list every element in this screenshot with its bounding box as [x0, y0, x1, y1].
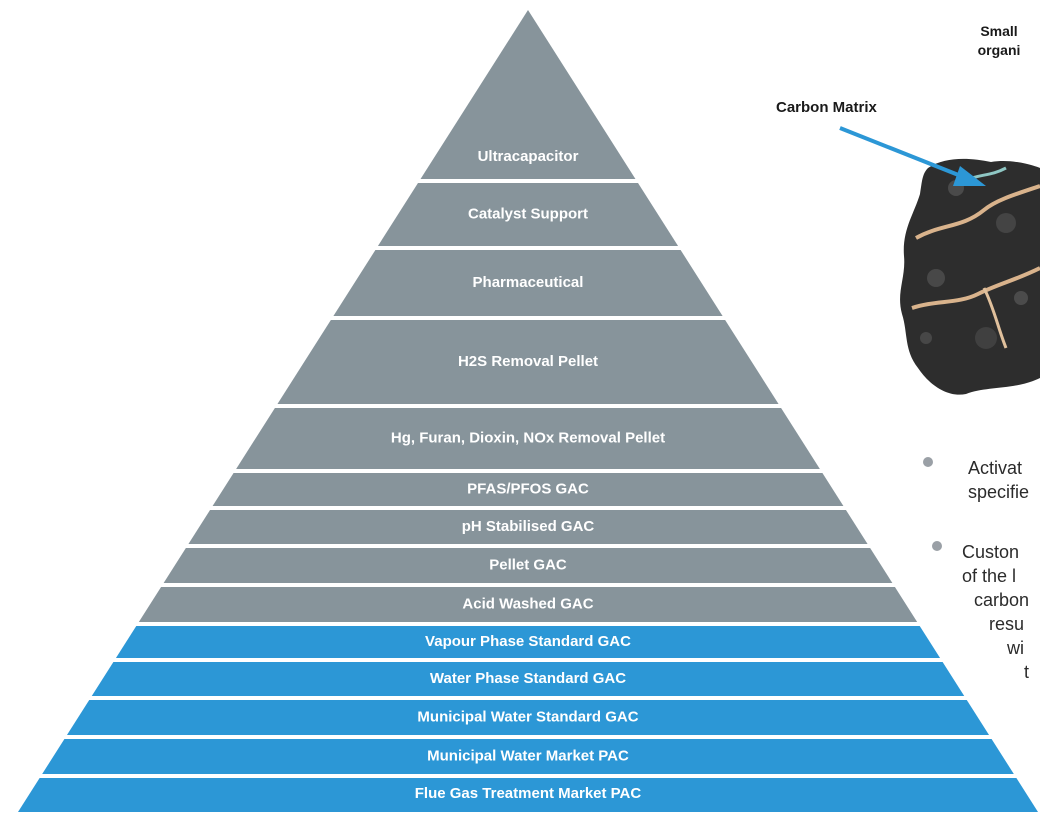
pyramid-band-label: Pellet GAC [489, 556, 567, 573]
pyramid-band-label: Ultracapacitor [478, 148, 579, 165]
pyramid-band-label: Acid Washed GAC [462, 595, 593, 612]
pyramid-band [90, 660, 966, 698]
pyramid-band-label: PFAS/PFOS GAC [467, 480, 589, 497]
carbon-matrix-label: Carbon Matrix [776, 99, 877, 116]
pyramid-band [211, 471, 845, 508]
pyramid-band-label: H2S Removal Pellet [458, 353, 598, 370]
carbon-matrix-image [900, 158, 1040, 395]
pyramid-band-label: Water Phase Standard GAC [430, 670, 626, 687]
pyramid-band [18, 776, 1038, 812]
pyramid-band [234, 406, 822, 471]
pyramid-band-label: Pharmaceutical [473, 274, 584, 291]
pyramid-band [40, 737, 1016, 776]
pyramid-band [187, 508, 869, 546]
pyramid-band [114, 624, 942, 660]
small-organic-label-line1: Small [980, 23, 1018, 39]
small-organic-label: Small organi [958, 22, 1040, 60]
pyramid-band-label: Municipal Water Standard GAC [417, 708, 638, 725]
pyramid-band-label: Hg, Furan, Dioxin, NOx Removal Pellet [391, 429, 665, 446]
pyramid-band-label: Flue Gas Treatment Market PAC [415, 785, 642, 802]
pyramid-band [376, 181, 680, 248]
pyramid-band [65, 698, 991, 737]
pyramid-band [137, 585, 919, 624]
pyramid-band [162, 546, 894, 585]
pyramid-band-label: pH Stabilised GAC [462, 518, 595, 535]
pyramid-band [332, 248, 724, 318]
pyramid-band [419, 10, 637, 181]
small-organic-label-line2: organi [977, 42, 1021, 58]
pyramid-band-label: Municipal Water Market PAC [427, 747, 629, 764]
pyramid-band-label: Catalyst Support [468, 205, 588, 222]
pyramid-band [276, 318, 780, 406]
pyramid-band-label: Vapour Phase Standard GAC [425, 633, 631, 650]
pyramid-bands [18, 10, 1038, 812]
pyramid-separators [38, 179, 1018, 778]
